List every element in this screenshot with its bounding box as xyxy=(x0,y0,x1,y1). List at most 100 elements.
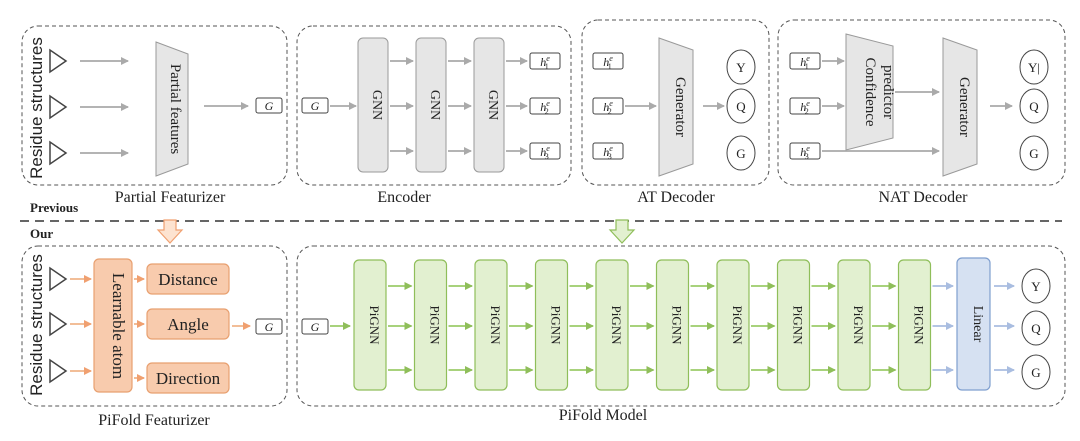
nat-output-q xyxy=(1019,88,1049,124)
pignn-label-8: PiGNN xyxy=(791,305,806,345)
featurizer-down-arrow xyxy=(156,219,184,244)
nat-h2-sup: e xyxy=(806,99,810,108)
at-output-y-label: Y xyxy=(736,60,746,75)
nat-h3-base: h xyxy=(800,145,806,159)
graph-input-box-model xyxy=(301,318,329,335)
pignn-label-7: PiGNN xyxy=(730,305,745,345)
residue-triangle-ours-1 xyxy=(49,266,68,292)
at-h3-sub: 3 xyxy=(608,152,612,161)
partial-features-block xyxy=(155,41,189,177)
nat-output-g-label: G xyxy=(1029,146,1038,161)
at-h1-sub: 1 xyxy=(608,62,612,71)
pignn-block-10 xyxy=(897,259,932,391)
nat-h1-base: h xyxy=(800,55,806,69)
at-input-h1 xyxy=(592,52,624,70)
model-output-g xyxy=(1021,354,1051,390)
at-h3-base: h xyxy=(603,145,609,159)
at-input-h2 xyxy=(592,97,624,115)
pignn-block-1 xyxy=(353,259,387,391)
at-output-y xyxy=(726,49,756,85)
confidence-predictor-block xyxy=(845,33,894,151)
at-generator-label: Generator xyxy=(672,77,688,137)
graph-input-label-encoder: G xyxy=(311,99,320,113)
h2-sup: e xyxy=(546,99,550,108)
encoder-output-h1 xyxy=(529,52,561,70)
nat-output-y-label: Y| xyxy=(1028,60,1040,75)
nat-h3-sup: e xyxy=(806,144,810,153)
pignn-block-7 xyxy=(716,259,750,391)
gnn-label-1: GNN xyxy=(369,90,384,120)
model-down-arrow xyxy=(608,219,636,244)
pignn-block-9 xyxy=(837,259,871,391)
gnn-block-3 xyxy=(473,37,505,173)
pignn-label-6: PiGNN xyxy=(670,305,685,345)
graph-output-label-ours: G xyxy=(265,320,274,334)
angle-feature-label: Angle xyxy=(167,315,209,334)
pignn-block-2 xyxy=(413,259,448,391)
gnn-block-1 xyxy=(357,37,389,173)
gnn-label-2: GNN xyxy=(427,90,442,120)
h3-sup: e xyxy=(546,144,550,153)
partial-featurizer-panel: Residue structures Partial features G xyxy=(21,25,288,186)
nat-h2-sub: 2 xyxy=(805,107,809,116)
learnable-atom-label: Learnable atom xyxy=(109,273,128,379)
our-section-label: Our xyxy=(30,226,53,241)
at-h2-base: h xyxy=(603,100,609,114)
gnn-label-3: GNN xyxy=(485,90,500,120)
model-output-y xyxy=(1021,268,1051,304)
model-output-y-label: Y xyxy=(1031,279,1041,294)
at-h2-sup: e xyxy=(609,99,613,108)
model-output-q-label: Q xyxy=(1031,321,1041,336)
h1-sup: e xyxy=(546,54,550,63)
pignn-block-3 xyxy=(474,259,508,391)
confidence-predictor-label-2: predictor xyxy=(880,65,896,119)
nat-output-g xyxy=(1019,135,1049,171)
residue-structures-label-ours: Residue structures xyxy=(27,254,46,396)
nat-output-y xyxy=(1019,49,1049,85)
at-input-h3 xyxy=(592,142,624,160)
gnn-block-2 xyxy=(415,37,447,173)
distance-feature-box xyxy=(146,263,230,295)
encoder-caption: Encoder xyxy=(377,189,431,206)
h3-base: h xyxy=(540,145,546,159)
pignn-label-4: PiGNN xyxy=(549,305,564,345)
pifold-model-caption: PiFold Model xyxy=(559,407,648,424)
nat-h2-base: h xyxy=(800,100,806,114)
pifold-featurizer-caption: PiFold Featurizer xyxy=(98,412,210,429)
nat-input-h2 xyxy=(789,97,821,115)
at-output-g xyxy=(726,135,756,171)
pignn-label-5: PiGNN xyxy=(609,305,624,345)
residue-structures-label-prev: Residue structures xyxy=(27,37,46,179)
pignn-label-2: PiGNN xyxy=(428,305,443,345)
pignn-label-1: PiGNN xyxy=(367,305,382,345)
model-output-q xyxy=(1021,310,1051,346)
h2-sub: 2 xyxy=(545,107,549,116)
distance-feature-label: Distance xyxy=(158,270,217,289)
learnable-atom-block xyxy=(93,258,133,393)
partial-features-label: Partial features xyxy=(167,64,183,155)
at-h2-sub: 2 xyxy=(608,107,612,116)
residue-triangle-ours-3 xyxy=(49,358,68,384)
residue-triangle-2 xyxy=(49,94,68,120)
pignn-block-5 xyxy=(595,259,629,391)
model-output-g-label: G xyxy=(1031,365,1040,380)
at-decoder-caption: AT Decoder xyxy=(637,189,715,206)
at-output-g-label: G xyxy=(736,146,745,161)
encoder-output-h2 xyxy=(529,97,561,115)
nat-h1-sub: 1 xyxy=(805,62,809,71)
previous-section-label: Previous xyxy=(30,200,78,215)
nat-h3-sub: 3 xyxy=(805,152,809,161)
pignn-block-6 xyxy=(655,259,690,391)
graph-input-box-encoder xyxy=(301,97,329,114)
pifold-featurizer-panel: Residue structures Learnable atom Distan… xyxy=(21,245,288,407)
